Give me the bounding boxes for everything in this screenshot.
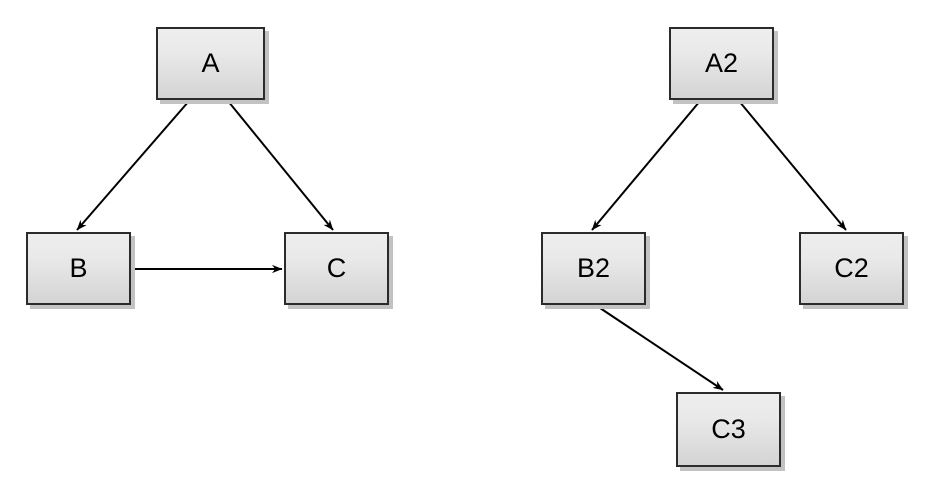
node-b2[interactable]: B2 (541, 232, 646, 305)
node-a2[interactable]: A2 (669, 27, 774, 100)
edge-a2-to-b2 (591, 100, 701, 231)
node-label-b: B (69, 253, 88, 283)
node-label-a: A (201, 48, 220, 78)
node-b[interactable]: B (26, 232, 131, 305)
edge-b2-to-c3 (596, 305, 724, 391)
node-label-c2: C2 (834, 253, 869, 283)
node-label-a2: A2 (704, 48, 739, 78)
node-c2[interactable]: C2 (799, 232, 904, 305)
edge-a-to-c (227, 100, 334, 231)
node-label-c3: C3 (711, 414, 746, 444)
node-label-c: C (326, 253, 347, 283)
node-a[interactable]: A (156, 27, 265, 100)
node-c[interactable]: C (284, 232, 389, 305)
node-c3[interactable]: C3 (676, 392, 781, 467)
node-label-b2: B2 (576, 253, 611, 283)
edge-a-to-b (76, 100, 190, 231)
edge-a2-to-c2 (738, 100, 847, 231)
